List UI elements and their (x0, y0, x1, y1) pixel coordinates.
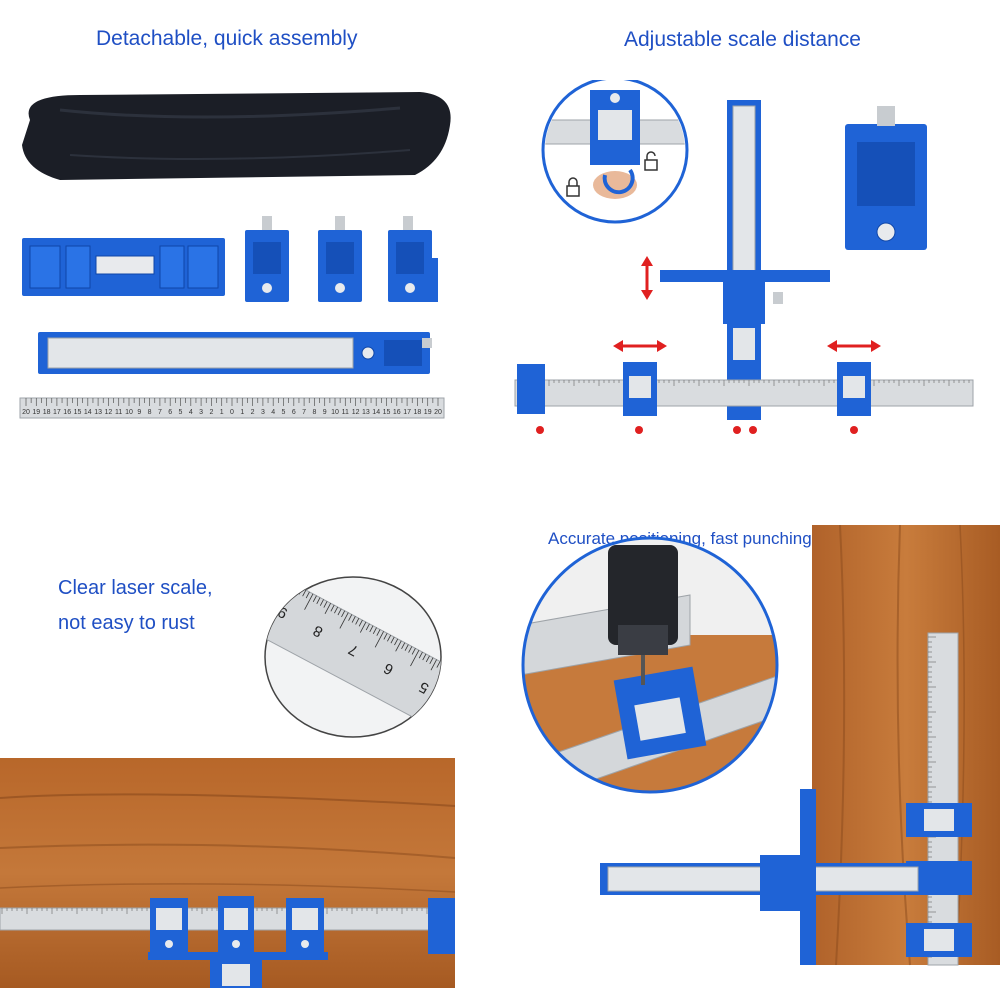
adjustable-panel (505, 80, 1000, 440)
ruler-tick-label: 11 (342, 409, 349, 416)
ruler-tick-label: 2 (251, 409, 255, 416)
drill-detail-magnifier (521, 536, 779, 794)
drilling-panel (520, 525, 1000, 990)
ruler-tick-label: 2 (209, 409, 213, 416)
drilling-illustration (521, 525, 1000, 966)
ruler-tick-label: 11 (115, 409, 122, 416)
ruler-tick-label: 3 (261, 409, 265, 416)
ruler-tick-label: 13 (94, 409, 102, 416)
storage-bag-icon (22, 92, 451, 180)
ruler-tick-label: 8 (148, 409, 152, 416)
ruler-tick-label: 7 (302, 409, 306, 416)
slider-blocks (245, 216, 438, 302)
ruler-tick-label: 15 (74, 409, 82, 416)
ruler-tick-label: 12 (352, 409, 360, 416)
ruler-tick-label: 5 (282, 409, 286, 416)
ruler-tick-label: 7 (158, 409, 162, 416)
wood-jig-illustration (0, 758, 455, 988)
ruler-tick-label: 10 (331, 409, 339, 416)
ruler-tick-label: 15 (383, 409, 391, 416)
ruler-tick-label: 16 (63, 409, 71, 416)
ruler-tick-label: 10 (125, 409, 133, 416)
ruler-tick-label: 19 (32, 409, 40, 416)
ruler-tick-label: 17 (53, 409, 61, 416)
jig-long-rail (38, 332, 432, 374)
lock-detail-magnifier (541, 80, 689, 224)
adjustable-illustration (514, 80, 974, 434)
horizontal-ruler-assembly (514, 362, 974, 434)
ruler-tick-label: 8 (312, 409, 316, 416)
caption-laser-scale-1: Clear laser scale, (58, 577, 213, 599)
jig-template (22, 238, 225, 296)
slider-detail (845, 106, 927, 250)
ruler-tick-label: 9 (323, 409, 327, 416)
ruler-tick-label: 18 (414, 409, 422, 416)
ruler-tick-label: 3 (199, 409, 203, 416)
ruler-tick-label: 16 (393, 409, 401, 416)
ruler-tick-label: 14 (84, 409, 92, 416)
double-arrow-icon (827, 340, 881, 352)
double-arrow-icon (641, 256, 653, 300)
ruler-tick-label: 18 (43, 409, 51, 416)
ruler-tick-label: 14 (372, 409, 380, 416)
ruler-tick-label: 20 (22, 409, 30, 416)
ruler-tick-label: 13 (362, 409, 370, 416)
ruler-tick-label: 5 (179, 409, 183, 416)
caption-adjustable: Adjustable scale distance (624, 28, 861, 51)
double-arrow-icon (613, 340, 667, 352)
wood-jig-panel (0, 758, 455, 988)
drill-icon (608, 545, 678, 685)
ruler-tick-label: 12 (105, 409, 113, 416)
slider-blocks (148, 896, 455, 988)
ruler-tick-label: 20 (434, 409, 442, 416)
lock-icon (566, 177, 580, 197)
vertical-ruler-assembly (660, 100, 830, 420)
ruler-tick-label: 0 (230, 409, 234, 416)
ruler-tick-label: 1 (240, 409, 244, 416)
ruler-tick-label: 9 (137, 409, 141, 416)
ruler-tick-label: 6 (168, 409, 172, 416)
ruler-tick-label: 17 (403, 409, 411, 416)
caption-laser-scale-2: not easy to rust (58, 612, 195, 634)
caption-detachable: Detachable, quick assembly (96, 27, 358, 50)
ruler-tick-label: 19 (424, 409, 432, 416)
ruler-tick-label: 4 (271, 409, 275, 416)
unlock-icon (644, 151, 658, 171)
ruler-tick-label: 1 (220, 409, 224, 416)
ruler-tick-label: 6 (292, 409, 296, 416)
ruler-tick-label: 4 (189, 409, 193, 416)
